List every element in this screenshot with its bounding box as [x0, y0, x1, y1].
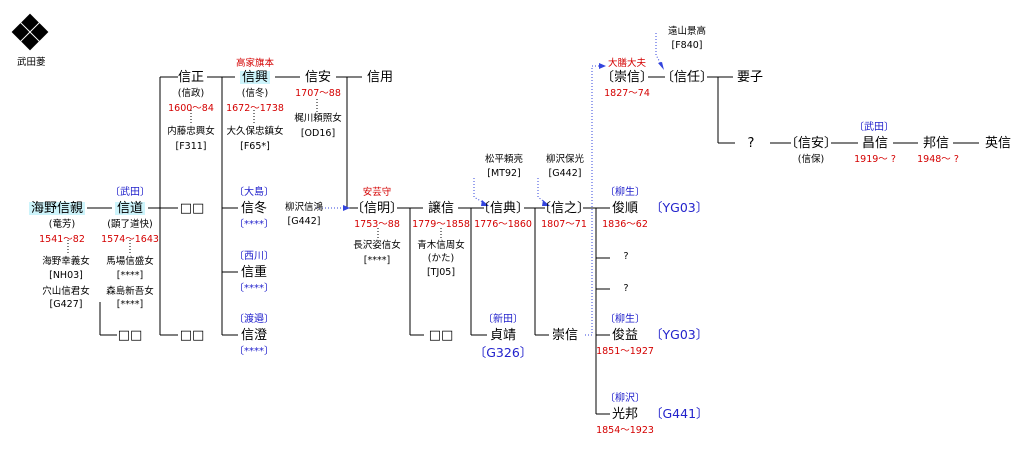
person-nobunori: 〔信典〕 [476, 201, 530, 216]
person-nobuaki: 〔信明〕 [350, 201, 404, 216]
person-mitsukuni: 光邦 [611, 407, 639, 422]
person-toshiyori: 俊順 [611, 201, 639, 216]
person-unknown-son-1: ? [623, 251, 629, 262]
person-nobuyasu: 信安 [304, 70, 332, 85]
person-unknown-bottom-1: □□ [117, 328, 143, 343]
person-nobutada: 〔信任〕 [660, 70, 714, 85]
person-takanobu: 〔崇信〕 [600, 70, 654, 85]
person-hidenobu: 英信 [984, 136, 1012, 151]
person-unknown-q: ? [747, 136, 755, 151]
person-unknown-bottom-2: □□ [179, 328, 205, 343]
person-nobumasa: 信正 [177, 70, 205, 85]
person-unknown-son-2: ? [623, 283, 629, 294]
person-unknown-mid: □□ [179, 201, 205, 216]
person-nobuyuki: 〔信之〕 [537, 201, 591, 216]
person-nobuyasu-2: 〔信安〕 [784, 136, 838, 151]
person-unno-nobuchika: 海野信親 [28, 201, 86, 216]
person-takanobu-lower: 崇信 [551, 328, 579, 343]
person-unknown-bottom-3: □□ [428, 328, 454, 343]
person-kuninobu: 邦信 [922, 136, 950, 151]
person-nobuyo: 信用 [366, 70, 394, 85]
person-nobuoki: 信興 [239, 70, 271, 85]
person-toshimasu: 俊益 [611, 328, 639, 343]
person-yuzunobu: 譲信 [427, 201, 455, 216]
person-nobuzumi: 信澄 [240, 328, 268, 343]
crest-label: 武田菱 [17, 57, 46, 68]
person-nobufuyu: 信冬 [240, 201, 268, 216]
person-akinobu: 昌信 [861, 136, 889, 151]
takeda-bishi-crest-icon [11, 13, 49, 51]
person-teisei: 貞靖 [489, 328, 517, 343]
person-nobumichi: 信道 [114, 201, 146, 216]
person-yoshiko: 要子 [736, 70, 764, 85]
person-nobushige: 信重 [240, 265, 268, 280]
